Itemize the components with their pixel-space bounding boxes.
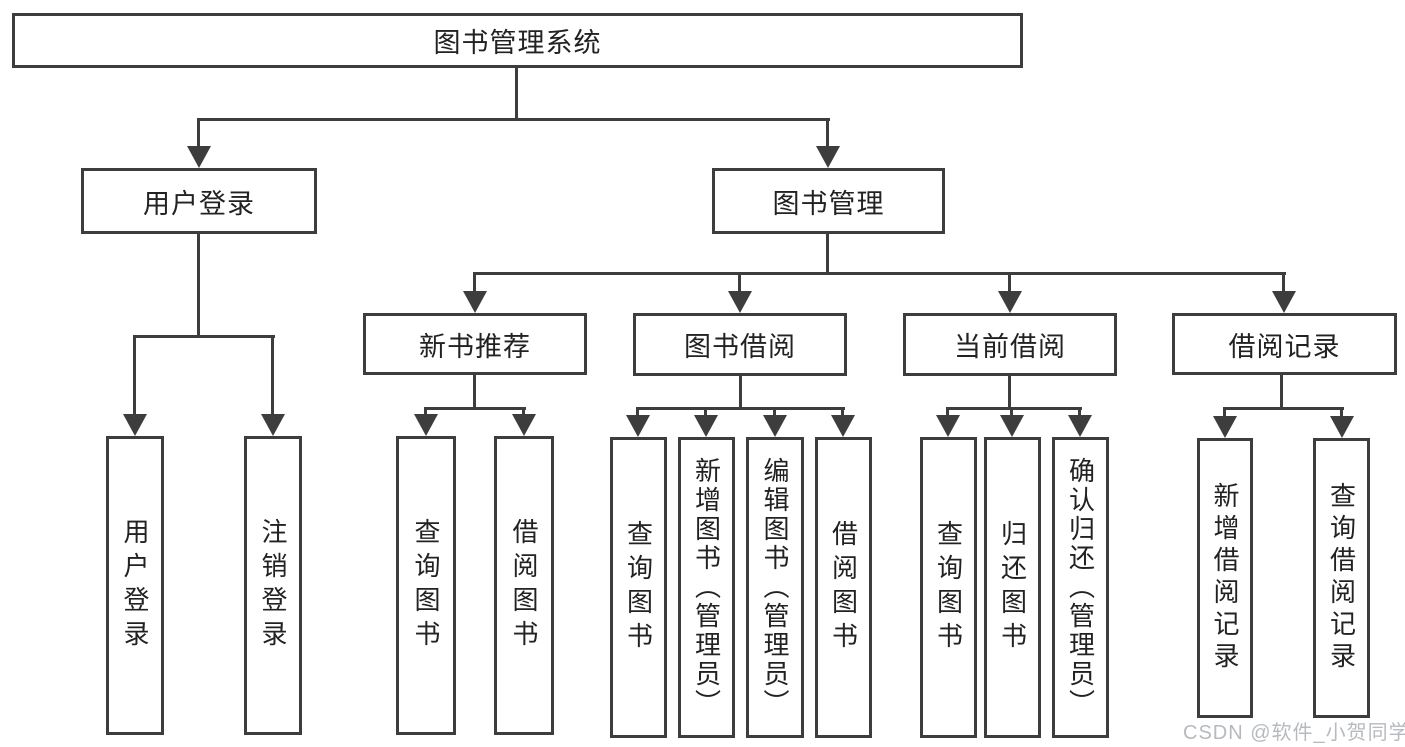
arrow-down-icon: [1213, 416, 1237, 438]
connector-drop-line: [473, 272, 476, 292]
node-book-borrow: 图书借阅: [633, 313, 847, 376]
arrow-down-icon: [123, 414, 147, 436]
connector-drop-line: [133, 335, 136, 414]
connector-drop-line: [773, 407, 776, 417]
leaf-confirm-return-admin: 确认归还（管理员）: [1052, 437, 1109, 738]
leaf-query-borrow-record: 查询借阅记录: [1313, 438, 1370, 718]
arrow-down-icon: [414, 414, 438, 436]
arrow-down-icon: [763, 415, 787, 437]
leaf-query-book-recommend: 查询图书: [396, 436, 456, 735]
leaf-add-borrow-record: 新增借阅记录: [1197, 438, 1253, 718]
connector-user-login-rail: [133, 335, 275, 338]
connector-user-login-stub: [197, 234, 200, 335]
node-borrow-records: 借阅记录: [1172, 313, 1397, 375]
leaf-add-book-admin: 新增图书（管理员）: [678, 437, 735, 738]
connector-drop-line: [826, 118, 829, 147]
leaf-edit-book-admin: 编辑图书（管理员）: [746, 437, 804, 738]
connector-stub: [1280, 375, 1283, 407]
connector-drop-line: [1010, 407, 1013, 417]
connector-rail: [636, 407, 845, 410]
arrow-down-icon: [831, 415, 855, 437]
arrow-down-icon: [816, 146, 840, 168]
node-new-book-recommend: 新书推荐: [363, 313, 587, 375]
connector-root-rail: [197, 118, 830, 121]
arrow-down-icon: [626, 415, 650, 437]
node-library-system: 图书管理系统: [12, 13, 1023, 68]
connector-book-mgmt-stub: [826, 234, 829, 272]
leaf-logout: 注销登录: [244, 436, 302, 735]
arrow-down-icon: [1000, 415, 1024, 437]
node-current-borrow: 当前借阅: [903, 313, 1117, 376]
leaf-return-book: 归还图书: [984, 437, 1041, 738]
arrow-down-icon: [1330, 416, 1354, 438]
connector-drop-line: [424, 407, 427, 416]
connector-rail: [946, 407, 1082, 410]
leaf-query-book-current: 查询图书: [920, 437, 977, 738]
connector-rail: [424, 407, 526, 410]
arrow-down-icon: [1068, 415, 1092, 437]
connector-book-mgmt-rail: [473, 272, 1286, 275]
connector-stub: [1008, 376, 1011, 407]
csdn-watermark: CSDN @软件_小贺同学: [1183, 722, 1405, 744]
connector-drop-line: [1282, 272, 1285, 292]
connector-drop-line: [946, 407, 949, 417]
connector-root-stub: [515, 68, 518, 118]
leaf-user-login: 用户登录: [106, 436, 164, 735]
connector-drop-line: [738, 272, 741, 292]
connector-drop-line: [522, 407, 525, 416]
arrow-down-icon: [187, 146, 211, 168]
connector-stub: [739, 376, 742, 407]
leaf-borrow-book-recommend: 借阅图书: [494, 436, 554, 735]
arrow-down-icon: [261, 414, 285, 436]
connector-drop-line: [636, 407, 639, 417]
connector-drop-line: [271, 335, 274, 414]
connector-stub: [473, 375, 476, 407]
arrow-down-icon: [728, 291, 752, 313]
connector-rail: [1223, 407, 1344, 410]
arrow-down-icon: [1272, 291, 1296, 313]
connector-drop-line: [1008, 272, 1011, 292]
connector-drop-line: [1340, 407, 1343, 418]
connector-drop-line: [197, 118, 200, 147]
arrow-down-icon: [512, 414, 536, 436]
leaf-query-book-borrow: 查询图书: [610, 437, 667, 738]
connector-drop-line: [1223, 407, 1226, 418]
leaf-borrow-book: 借阅图书: [815, 437, 872, 738]
arrow-down-icon: [463, 291, 487, 313]
node-book-management: 图书管理: [712, 168, 945, 234]
arrow-down-icon: [936, 415, 960, 437]
connector-drop-line: [704, 407, 707, 417]
connector-drop-line: [841, 407, 844, 417]
arrow-down-icon: [694, 415, 718, 437]
connector-drop-line: [1078, 407, 1081, 417]
node-user-login: 用户登录: [81, 168, 317, 234]
arrow-down-icon: [998, 291, 1022, 313]
